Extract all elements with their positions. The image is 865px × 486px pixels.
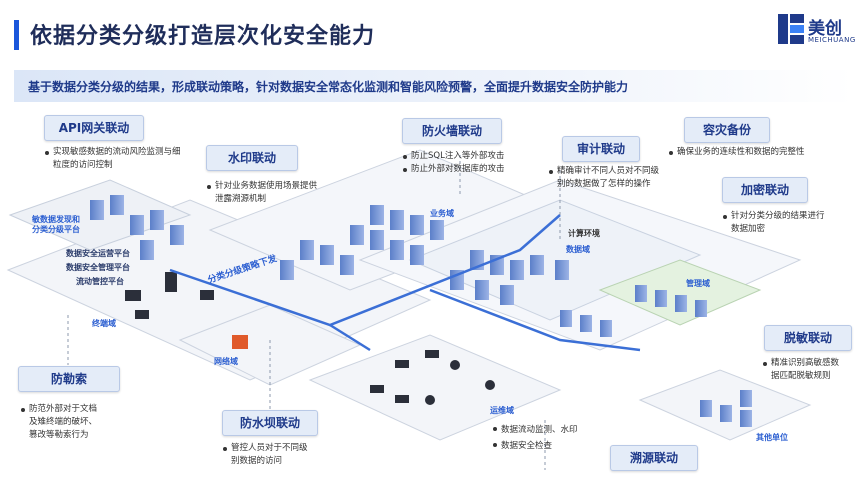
- terminal-zone-label: 终端域: [92, 319, 116, 328]
- encrypt-desc: 针对分类分级的结果进行 数据加密: [722, 210, 825, 236]
- audit-callout: 审计联动: [562, 136, 640, 162]
- trace-callout: 溯源联动: [610, 445, 698, 471]
- policy-flow-lines: [169, 214, 641, 352]
- server-cluster-business: [280, 205, 444, 280]
- business-zone-label: 业务域: [430, 209, 454, 218]
- firewall-device: [232, 335, 248, 349]
- data-zone-label: 数据域: [566, 245, 590, 254]
- brand-logo: 美创 MEICHUANG: [778, 12, 858, 52]
- backup-callout: 容灾备份: [684, 117, 770, 143]
- logo-subtitle: MEICHUANG: [808, 36, 856, 44]
- server-cluster-external: [700, 390, 752, 427]
- desensitize-callout: 脱敏联动: [764, 325, 852, 351]
- ops-platform-label: 数据安全运营平台: [66, 249, 130, 258]
- dashed-guides: [67, 155, 561, 470]
- anti-ransomware-desc: 防范外部对于文档 及雉终端的破坏、 篡改等勒索行为: [20, 403, 97, 442]
- logo-mark-icon: [778, 14, 804, 44]
- manage-zone-label: 管理域: [686, 279, 710, 288]
- server-cluster-compute: [560, 310, 612, 337]
- server-cluster-discovery: [90, 195, 184, 260]
- firewall-callout: 防火墙联动: [402, 118, 502, 144]
- title-accent-bar: [14, 20, 19, 50]
- backup-desc: 确保业务的连续性和数据的完整性: [668, 146, 805, 159]
- manage-zone-platform: [598, 259, 762, 326]
- maintain-zone-label: 运维域: [490, 406, 514, 415]
- discovery-platform-label: 敏数据发现和 分类分级平台: [32, 215, 80, 234]
- watermark-callout: 水印联动: [206, 145, 298, 171]
- api-gateway-desc: 实现敏感数据的流动风险监测与细 粒度的访问控制: [44, 146, 181, 172]
- page-title: 依据分类分级打造层次化安全能力: [30, 24, 376, 49]
- maintain-zone-platform: [308, 334, 562, 441]
- maintain-devices: [370, 350, 495, 405]
- compute-zone-label: 计算环境: [568, 229, 600, 238]
- logo-name: 美创: [808, 19, 842, 39]
- external-zone-label: 其他单位: [756, 433, 788, 442]
- dam-desc: 管控人员对于不同级 别数据的访问: [222, 442, 308, 468]
- terminal-devices: [125, 272, 214, 319]
- gov-platform-label: 数据安全管理平台: [66, 263, 130, 272]
- audit-desc: 精确审计不同人员对不同级 别的数据做了怎样的操作: [548, 165, 659, 191]
- flow-platform-label: 流动管控平台: [76, 277, 124, 286]
- api-gateway-callout: API网关联动: [44, 115, 144, 141]
- summary-banner: 基于数据分类分级的结果，形成联动策略，针对数据安全常态化监测和智能风险预警，全面…: [14, 70, 854, 102]
- anti-ransomware-callout: 防勒索: [18, 366, 120, 392]
- desensitize-desc: 精准识别高敏感数 据匹配脱敏规则: [762, 357, 839, 383]
- banner-text: 基于数据分类分级的结果，形成联动策略，针对数据安全常态化监测和智能风险预警，全面…: [28, 80, 629, 94]
- trace-desc: 数据流动监测、水印 数据安全检查: [492, 422, 578, 454]
- server-cluster-manage: [635, 285, 707, 317]
- dam-callout: 防水坝联动: [222, 410, 318, 436]
- boundary-zone-label: 网络域: [214, 357, 238, 366]
- encrypt-callout: 加密联动: [722, 177, 808, 203]
- watermark-desc: 针对业务数据使用场景提供 泄露溯源机制: [206, 180, 317, 206]
- firewall-desc: 防止SQL注入等外部攻击 防止外部对数据库的攻击: [402, 150, 505, 176]
